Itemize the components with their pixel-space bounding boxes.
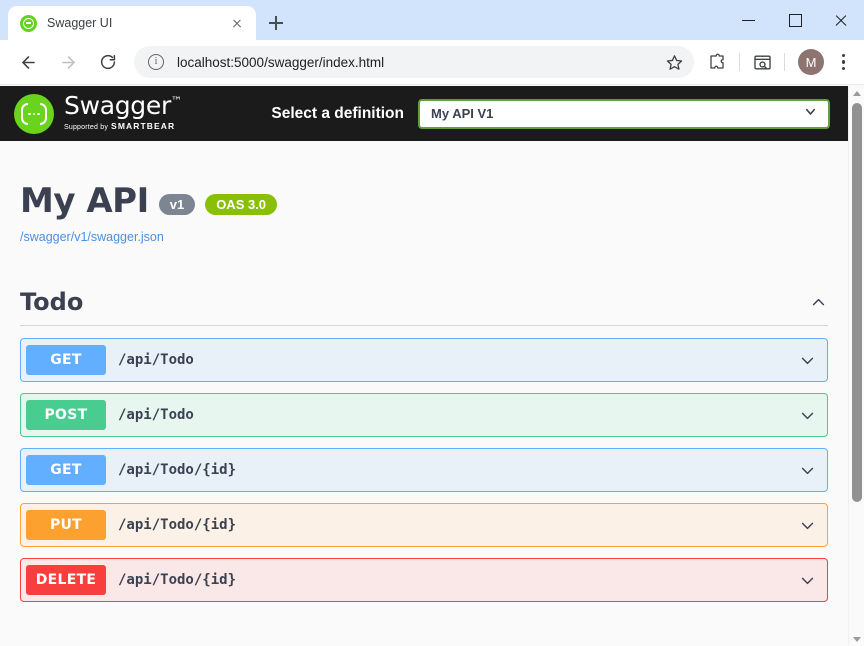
reload-icon[interactable] <box>92 46 124 78</box>
bookmark-star-icon[interactable] <box>660 48 688 76</box>
window-controls <box>726 0 864 40</box>
swagger-logo[interactable]: Swagger™ Supported by SMARTBEAR <box>14 93 182 134</box>
operation-row[interactable]: DELETE /api/Todo/{id} <box>20 558 828 602</box>
page-title: My API <box>20 181 149 221</box>
plus-icon[interactable] <box>262 9 290 37</box>
operation-row[interactable]: GET /api/Todo/{id} <box>20 448 828 492</box>
http-method-badge: DELETE <box>26 565 106 595</box>
http-method-badge: PUT <box>26 510 106 540</box>
chevron-down-icon[interactable] <box>797 515 817 535</box>
definition-select[interactable]: My API V1 <box>418 98 830 129</box>
chevron-down-icon[interactable] <box>797 350 817 370</box>
operation-row[interactable]: GET /api/Todo <box>20 338 828 382</box>
info-circle-icon[interactable]: i <box>148 54 164 70</box>
operations-list: GET /api/Todo POST /api/Todo <box>20 338 828 602</box>
definition-select-value: My API V1 <box>431 106 494 121</box>
maximize-icon[interactable] <box>772 0 818 40</box>
browser-tab-swagger-ui[interactable]: Swagger UI <box>8 6 256 40</box>
tag-section-todo: Todo GET /api/Todo POST <box>0 288 848 602</box>
window-close-icon[interactable] <box>818 0 864 40</box>
version-badge: v1 <box>158 193 196 215</box>
swagger-brand-name: Swagger™ <box>64 91 182 120</box>
api-info-block: My API v1 OAS 3.0 /swagger/v1/swagger.js… <box>0 141 848 244</box>
chevron-down-icon[interactable] <box>797 570 817 590</box>
page-scrollbar[interactable] <box>848 86 864 646</box>
scroll-down-arrow-icon[interactable] <box>849 632 864 646</box>
http-method-badge: GET <box>26 455 106 485</box>
swagger-favicon-icon <box>20 14 37 32</box>
oas-badge: OAS 3.0 <box>205 193 278 215</box>
toolbar-divider <box>784 53 785 71</box>
toolbar-divider <box>739 53 740 71</box>
minimize-icon[interactable] <box>726 0 772 40</box>
chevron-down-icon <box>803 104 818 124</box>
operation-row[interactable]: POST /api/Todo <box>20 393 828 437</box>
operation-path: /api/Todo/{id} <box>118 572 237 588</box>
scroll-up-arrow-icon[interactable] <box>849 86 864 100</box>
tag-header-todo[interactable]: Todo <box>20 288 828 326</box>
api-title-row: My API v1 OAS 3.0 <box>20 181 828 221</box>
operation-path: /api/Todo/{id} <box>118 517 237 533</box>
supported-by-prefix: Supported by <box>64 124 109 131</box>
browser-toolbar: i localhost:5000/swagger/index.html M <box>0 40 864 85</box>
chevron-down-icon[interactable] <box>797 405 817 425</box>
trademark-mark: ™ <box>170 94 182 108</box>
tab-search-icon[interactable] <box>747 46 777 78</box>
url-text[interactable]: localhost:5000/swagger/index.html <box>177 54 385 70</box>
definition-selector-group: Select a definition My API V1 <box>271 98 834 129</box>
tag-name: Todo <box>20 288 84 316</box>
chevron-down-icon[interactable] <box>797 460 817 480</box>
operation-path: /api/Todo <box>118 352 194 368</box>
operation-path: /api/Todo <box>118 407 194 423</box>
chevron-up-icon[interactable] <box>808 292 828 312</box>
scrollbar-thumb[interactable] <box>852 103 862 502</box>
swagger-ui-page: Swagger™ Supported by SMARTBEAR Select a… <box>0 86 848 646</box>
http-method-badge: GET <box>26 345 106 375</box>
operation-row[interactable]: PUT /api/Todo/{id} <box>20 503 828 547</box>
page-viewport: Swagger™ Supported by SMARTBEAR Select a… <box>0 86 864 646</box>
swagger-json-link[interactable]: /swagger/v1/swagger.json <box>20 230 164 244</box>
profile-avatar[interactable]: M <box>798 49 824 75</box>
close-icon[interactable] <box>227 13 247 33</box>
select-a-definition-label: Select a definition <box>271 104 404 122</box>
three-dot-menu-icon[interactable] <box>830 46 856 78</box>
arrow-forward-icon <box>52 46 84 78</box>
http-method-badge: POST <box>26 400 106 430</box>
extensions-puzzle-icon[interactable] <box>702 46 732 78</box>
tab-strip: Swagger UI <box>0 0 864 40</box>
address-bar[interactable]: i localhost:5000/swagger/index.html <box>134 46 694 78</box>
arrow-back-icon[interactable] <box>12 46 44 78</box>
operation-path: /api/Todo/{id} <box>118 462 237 478</box>
swagger-logo-icon <box>14 94 54 134</box>
supported-by-line: Supported by SMARTBEAR <box>64 122 182 131</box>
tab-title: Swagger UI <box>47 16 113 30</box>
swagger-topbar: Swagger™ Supported by SMARTBEAR Select a… <box>0 86 848 141</box>
smartbear-brand: SMARTBEAR <box>111 121 176 131</box>
